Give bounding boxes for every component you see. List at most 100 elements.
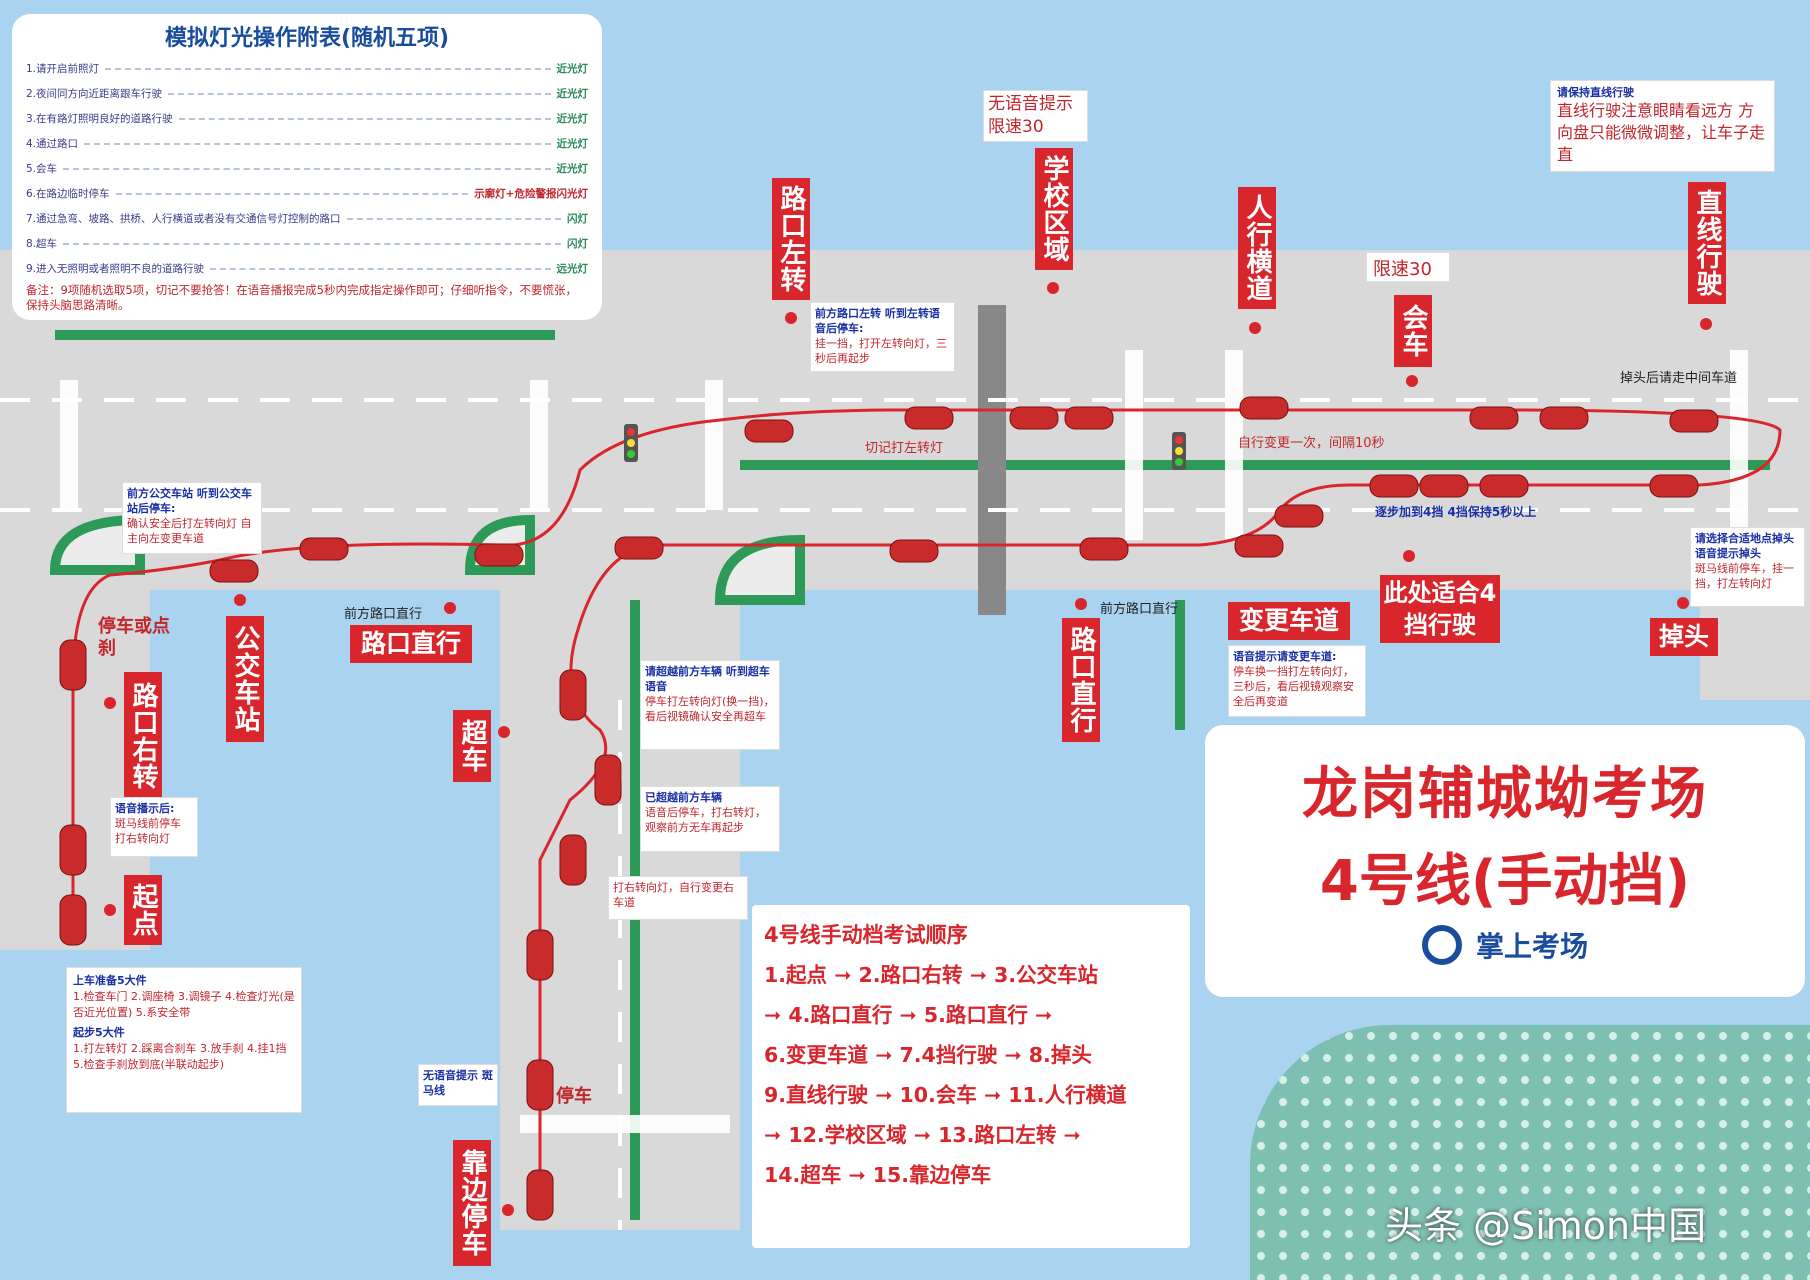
marker-dot xyxy=(1403,550,1415,562)
exam-order-panel: 4号线手动档考试顺序 1.起点 ➞ 2.路口右转 ➞ 3.公交车站➞ 4.路口直… xyxy=(752,905,1190,1248)
text-ahead-straight1: 前方路口直行 xyxy=(344,607,423,622)
title-panel: 龙岗辅城坳考场 4号线(手动挡) 掌上考场 xyxy=(1205,725,1805,997)
legend-row: 2.夜间同方向近距离跟车行驶近光灯 xyxy=(26,81,588,106)
label-biangeng: 变更车道 xyxy=(1228,602,1350,640)
note-left-turn: 前方路口左转 听到左转语音后停车: 挂一挡，打开左转向灯，三秒后再起步 xyxy=(810,302,955,372)
note-bus-body: 确认安全后打左转向灯 自主向左变更车道 xyxy=(127,517,252,545)
marker-dot xyxy=(234,594,246,606)
note-overtake-body: 停车打左转向灯(换一挡)，看后视镜确认安全再超车 xyxy=(645,695,775,723)
label-kaobian: 靠边停车 xyxy=(453,1140,491,1266)
brand-name: 掌上考场 xyxy=(1475,930,1588,963)
note-overtaken-title: 已超越前方车辆 xyxy=(645,791,722,804)
steering-wheel-icon xyxy=(1421,925,1462,965)
legend-dash xyxy=(115,192,469,195)
note-overtaken: 已超越前方车辆 语音后停车，打右转灯，观察前方无车再起步 xyxy=(640,786,780,852)
note-no-voice: 无语音提示 xyxy=(988,94,1073,114)
legend-item: 3.在有路灯照明良好的道路行驶 xyxy=(26,113,173,125)
legend-item: 1.请开启前照灯 xyxy=(26,63,100,75)
note-return-lane-body: 打右转向灯，自行变更右车道 xyxy=(613,881,734,909)
label-renxing: 人行横道 xyxy=(1238,187,1276,309)
legend-light: 近光灯 xyxy=(556,63,589,75)
note-zebra: 无语音提示 斑马线 xyxy=(418,1064,498,1106)
legend-note: 备注：9项随机选取5项，切记不要抢答！在语音播报完成5秒内完成指定操作即可；仔细… xyxy=(26,283,577,312)
note-lane-body: 停车换一挡打左转向灯，三秒后，看后视镜观察安全后再变道 xyxy=(1233,665,1354,708)
order-line: ➞ 4.路口直行 ➞ 5.路口直行 ➞ xyxy=(764,1003,1053,1027)
note-uturn-title: 请选择合适地点掉头 语音提示掉头 xyxy=(1695,532,1794,560)
marker-dot xyxy=(1677,597,1689,609)
legend-row: 5.会车近光灯 xyxy=(26,156,588,181)
note-bus: 前方公交车站 听到公交车站后停车: 确认安全后打左转向灯 自主向左变更车道 xyxy=(122,482,262,554)
legend-item: 2.夜间同方向近距离跟车行驶 xyxy=(26,88,163,100)
legend-item: 7.通过急弯、坡路、拱桥、人行横道或者没有交通信号灯控制的路口 xyxy=(26,213,341,225)
note-start2-items: 1.打左转灯 2.踩离合刹车 3.放手刹 4.挂1挡 5.检查手刹放到底(半联动… xyxy=(73,1042,287,1071)
order-line: 14.超车 ➞ 15.靠边停车 xyxy=(764,1163,992,1187)
text-after-uturn: 掉头后请走中间车道 xyxy=(1620,371,1738,386)
bridge xyxy=(978,305,1006,615)
note-uturn-body: 斑马线前停车，挂一挡，打左转向灯 xyxy=(1695,562,1794,590)
label-lukouzuozhuan: 路口左转 xyxy=(772,178,810,300)
note-straight-title: 请保持直线行驶 xyxy=(1557,86,1634,99)
legend-title: 模拟灯光操作附表(随机五项) xyxy=(164,26,450,51)
label-huiche: 会车 xyxy=(1394,295,1432,367)
marker-dot xyxy=(444,602,456,614)
legend-dash xyxy=(346,217,561,220)
note-right-body: 斑马线前停车 打右转向灯 xyxy=(115,817,181,845)
order-lines: 1.起点 ➞ 2.路口右转 ➞ 3.公交车站➞ 4.路口直行 ➞ 5.路口直行 … xyxy=(764,955,1178,1195)
title-line2: 4号线(手动挡) xyxy=(1319,849,1691,914)
legend-light: 近光灯 xyxy=(556,113,589,125)
note-straight-body: 直线行驶注意眼睛看远方 方向盘只能微微调整，让车子走直 xyxy=(1557,101,1766,164)
note-return-lane: 打右转向灯，自行变更右车道 xyxy=(608,876,748,920)
title-line1: 龙岗辅城坳考场 xyxy=(1302,762,1708,827)
marker-dot xyxy=(1249,322,1261,334)
legend-row: 6.在路边临时停车 示廓灯+危险警报闪光灯 xyxy=(26,181,588,206)
legend-dash xyxy=(168,92,551,95)
legend-light: 闪灯 xyxy=(567,238,588,250)
pattern-blob xyxy=(1250,1025,1810,1280)
watermark: 头条 @Simon中国 xyxy=(1385,1204,1707,1248)
marker-dot xyxy=(1047,282,1059,294)
crosswalks xyxy=(60,350,1748,1133)
marker-dot xyxy=(1075,598,1087,610)
marker-dot xyxy=(1700,318,1712,330)
legend-item: 8.超车 xyxy=(26,238,58,250)
legend-item: 6.在路边临时停车 xyxy=(26,188,110,200)
legend-light: 远光灯 xyxy=(556,263,589,275)
label-lukouzhixing1: 路口直行 xyxy=(350,625,472,663)
marker-dot xyxy=(104,697,116,709)
note-overtaken-body: 语音后停车，打右转灯，观察前方无车再起步 xyxy=(645,806,766,834)
legend-dash xyxy=(84,142,551,145)
legend-dash xyxy=(105,67,551,70)
note-lane-change: 语音提示请变更车道: 停车换一挡打左转向灯，三秒后，看后视镜观察安全后再变道 xyxy=(1228,645,1366,717)
note-uturn: 请选择合适地点掉头 语音提示掉头 斑马线前停车，挂一挡，打左转向灯 xyxy=(1690,527,1805,607)
legend-row: 7.通过急弯、坡路、拱桥、人行横道或者没有交通信号灯控制的路口 闪灯 xyxy=(26,206,588,231)
note-zebra-title: 无语音提示 斑马线 xyxy=(423,1069,493,1097)
legend-light: 闪灯 xyxy=(567,213,588,225)
text-left-remember: 切记打左转灯 xyxy=(865,441,944,456)
legend-row: 1.请开启前照灯 近光灯 xyxy=(26,56,588,81)
legend-row: 4.通过路口近光灯 xyxy=(26,131,588,156)
note-start2-title: 起步5大件 xyxy=(73,1026,125,1039)
legend-dash xyxy=(63,167,551,170)
marker-dot xyxy=(104,904,116,916)
note-straight: 请保持直线行驶 直线行驶注意眼睛看远方 方向盘只能微微调整，让车子走直 xyxy=(1550,80,1775,172)
note-right-turn: 语音播示后: 斑马线前停车 打右转向灯 xyxy=(110,797,198,857)
note-overtake: 请超越前方车辆 听到超车语音 停车打左转向灯(换一挡)，看后视镜确认安全再超车 xyxy=(640,660,780,750)
note-start-title: 上车准备5大件 xyxy=(73,974,147,987)
note-left-body: 挂一挡，打开左转向灯，三秒后再起步 xyxy=(815,337,947,365)
note-speed: 限速30 xyxy=(1366,252,1450,282)
text-ahead-straight2: 前方路口直行 xyxy=(1100,602,1179,617)
order-title: 4号线手动档考试顺序 xyxy=(764,923,968,947)
note-start: 上车准备5大件 1.检查车门 2.调座椅 3.调镜子 4.检查灯光(是否近光位置… xyxy=(66,967,302,1113)
marker-dot xyxy=(785,312,797,324)
legend-dash xyxy=(210,267,551,270)
curbs xyxy=(49,514,805,605)
label-qidian: 起点 xyxy=(124,875,162,945)
brand: 掌上考场 xyxy=(1205,925,1805,965)
note-lane-title: 语音提示请变更车道: xyxy=(1233,650,1337,663)
legend-item: 4.通过路口 xyxy=(26,138,79,150)
order-line: 9.直线行驶 ➞ 10.会车 ➞ 11.人行横道 xyxy=(764,1083,1127,1107)
label-xuexiao: 学校区域 xyxy=(1035,148,1073,270)
legend-light: 示廓灯+危险警报闪光灯 xyxy=(474,188,588,200)
cars xyxy=(59,396,1719,1221)
